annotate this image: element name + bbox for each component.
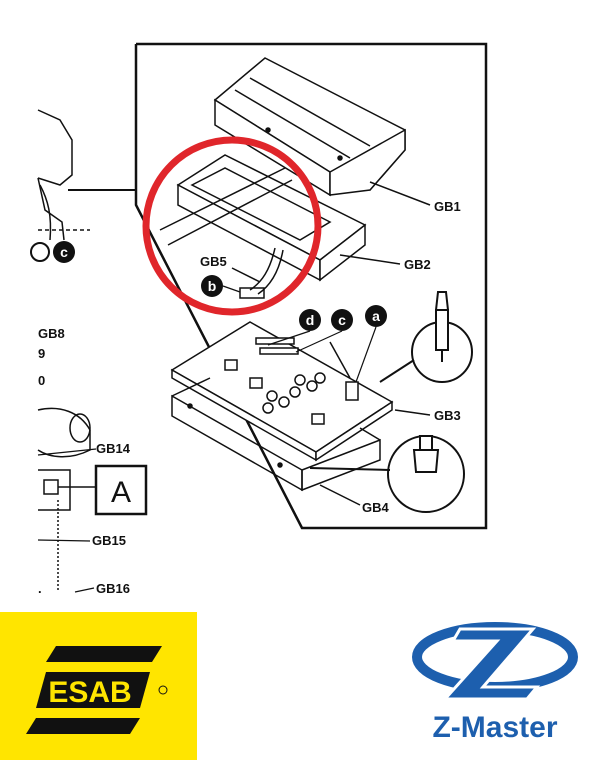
zmaster-wordmark: Z-Master [432, 711, 558, 744]
badge-a-label: a [372, 308, 380, 324]
esab-logo: ESAB [0, 612, 197, 760]
label-partial-9: 9 [38, 346, 45, 361]
label-partial-0: 0 [38, 373, 45, 388]
label-gb15: GB15 [92, 533, 126, 548]
leader-gb16 [74, 587, 95, 593]
detail-frame [134, 42, 488, 530]
badge-c-label: c [338, 312, 346, 328]
highlight-circle [142, 136, 322, 316]
part-gb4-tray [171, 377, 381, 506]
badge-leaders [222, 285, 377, 383]
magnifier-spacer [309, 435, 465, 513]
label-partial-dot: . [38, 581, 42, 596]
magnifier-connector [379, 291, 473, 383]
badge-d-label: d [306, 312, 315, 328]
badge-c-left: c [53, 241, 75, 263]
esab-wordmark: ESAB [48, 676, 131, 709]
label-gb14: GB14 [96, 441, 131, 456]
leader-gb15 [37, 539, 91, 542]
label-gb8: GB8 [38, 326, 65, 341]
part-gb5-cable [159, 167, 293, 299]
part-gb2 [176, 154, 401, 282]
label-gb5: GB5 [200, 254, 227, 269]
badge-c-left-label: c [60, 244, 68, 260]
left-machine-partial [37, 109, 96, 590]
label-gb4: GB4 [362, 500, 390, 515]
label-gb2: GB2 [404, 257, 431, 272]
assembly-diagram: d c a b c A GB1 GB2 GB5 GB3 GB4 GB8 9 0 … [30, 42, 488, 596]
label-gb1: GB1 [434, 199, 461, 214]
partial-badge [30, 242, 50, 262]
part-gb3-board [170, 321, 431, 462]
label-gb16: GB16 [96, 581, 130, 596]
badge-b: b [201, 275, 223, 297]
badge-b-label: b [208, 278, 217, 294]
leader-gb14 [37, 448, 97, 456]
badge-c: c [331, 309, 353, 331]
view-box-a-label: A [111, 476, 131, 509]
zmaster-logo: Z-Master [405, 615, 585, 755]
label-gb3: GB3 [434, 408, 461, 423]
view-box-a [94, 464, 148, 516]
badge-d: d [299, 309, 321, 331]
badge-a: a [365, 305, 387, 327]
zmaster-emblem [412, 622, 578, 701]
